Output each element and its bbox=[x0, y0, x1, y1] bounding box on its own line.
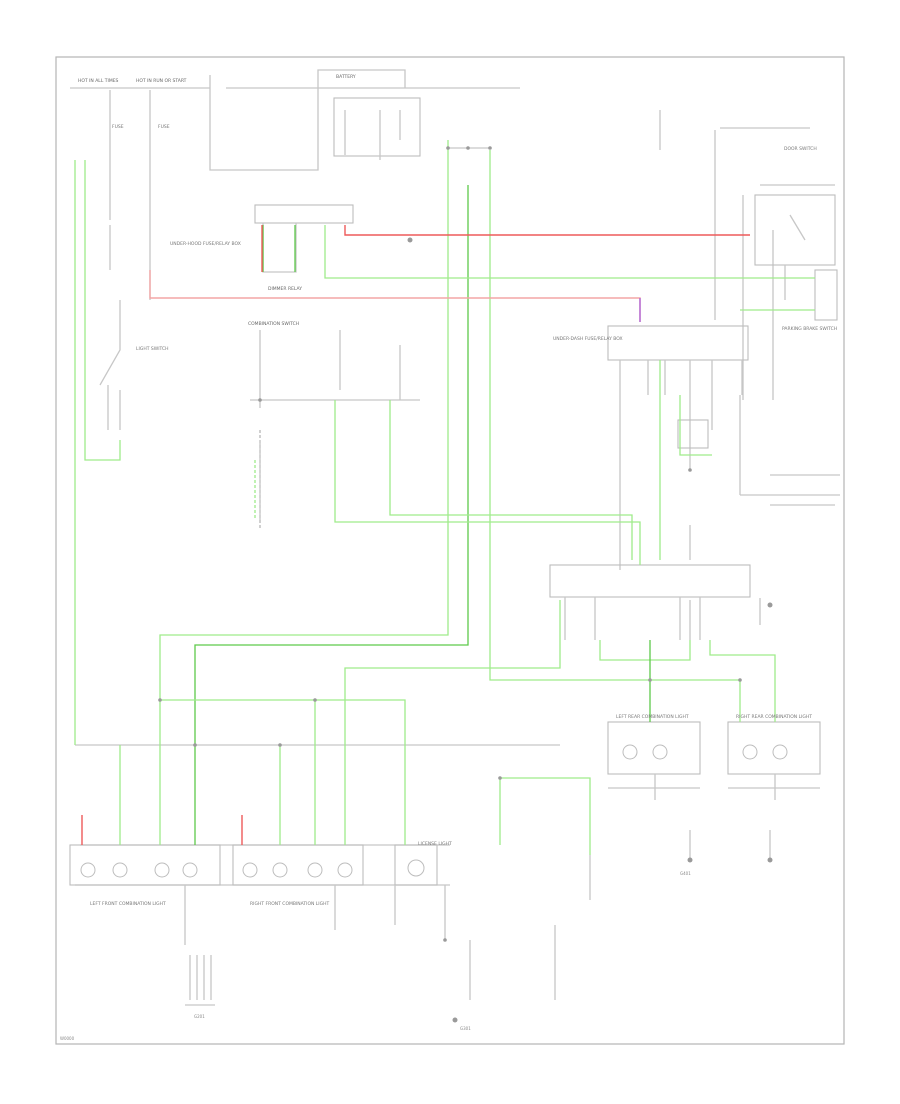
label-fuse-b: FUSE bbox=[158, 124, 170, 130]
red-wiring bbox=[81, 225, 750, 845]
right-front-light-box bbox=[232, 844, 364, 886]
left-rear-light-box bbox=[607, 721, 701, 775]
label-underdash-box: UNDER-DASH FUSE/RELAY BOX bbox=[553, 336, 623, 342]
label-battery: BATTERY bbox=[336, 74, 356, 80]
label-ground-g201: G201 bbox=[194, 1014, 205, 1019]
label-license-light: LICENSE LIGHT bbox=[418, 841, 452, 847]
page-code: W0000 bbox=[60, 1036, 75, 1041]
diagram-labels: HOT IN ALL TIMES HOT IN RUN OR START FUS… bbox=[60, 74, 837, 1041]
label-light-switch: LIGHT SWITCH bbox=[136, 346, 169, 352]
left-front-light-box bbox=[69, 844, 221, 886]
terminal-dots bbox=[158, 146, 773, 1023]
label-hot-run-start: HOT IN RUN OR START bbox=[136, 78, 187, 84]
gray-wiring bbox=[69, 69, 840, 1006]
diagram-frame bbox=[55, 56, 845, 1045]
lamp-symbols bbox=[80, 744, 788, 878]
label-left-front-light: LEFT FRONT COMBINATION LIGHT bbox=[90, 901, 166, 907]
label-fuse-a: FUSE bbox=[112, 124, 124, 130]
label-hot-all-times: HOT IN ALL TIMES bbox=[78, 78, 119, 84]
label-dimmer-relay: DIMMER RELAY bbox=[268, 286, 302, 292]
label-relay-box: UNDER-HOOD FUSE/RELAY BOX bbox=[170, 241, 241, 247]
label-combo-switch: COMBINATION SWITCH bbox=[248, 321, 299, 327]
label-parking-switch: PARKING BRAKE SWITCH bbox=[782, 326, 837, 332]
right-rear-light-box bbox=[727, 721, 821, 775]
label-ground-g401: G401 bbox=[680, 871, 691, 876]
label-door-switch: DOOR SWITCH bbox=[784, 146, 817, 152]
label-right-rear-light: RIGHT REAR COMBINATION LIGHT bbox=[736, 714, 812, 720]
label-right-front-light: RIGHT FRONT COMBINATION LIGHT bbox=[250, 901, 330, 907]
license-light-box bbox=[394, 844, 438, 886]
label-left-rear-light: LEFT REAR COMBINATION LIGHT bbox=[616, 714, 689, 720]
green-wiring bbox=[74, 140, 815, 855]
label-ground-g301: G301 bbox=[460, 1026, 471, 1031]
